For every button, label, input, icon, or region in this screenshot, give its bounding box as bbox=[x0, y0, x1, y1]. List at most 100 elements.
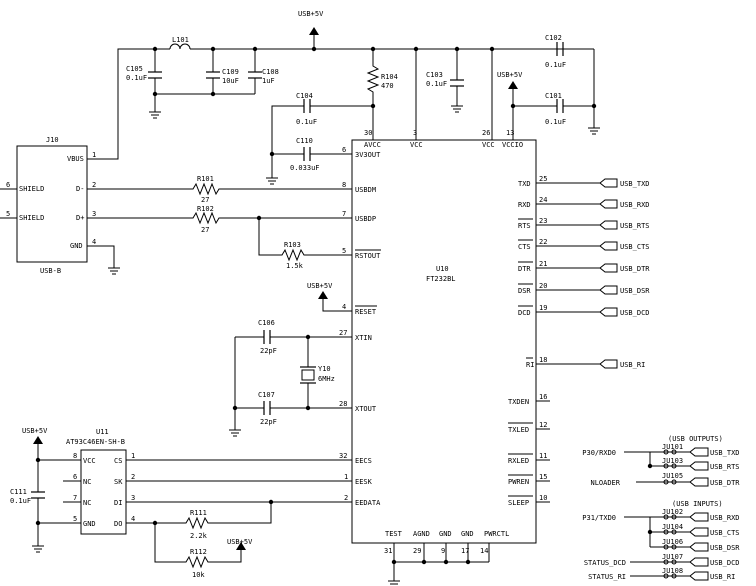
svg-text:22pF: 22pF bbox=[260, 347, 277, 355]
u10-part: FT232BL bbox=[426, 275, 456, 283]
svg-text:TXD: TXD bbox=[518, 180, 531, 188]
svg-text:GND: GND bbox=[461, 530, 474, 538]
svg-text:6: 6 bbox=[342, 146, 346, 154]
svg-text:5: 5 bbox=[6, 210, 10, 218]
svg-text:EEDATA: EEDATA bbox=[355, 499, 381, 507]
svg-text:C106: C106 bbox=[258, 319, 275, 327]
net-flag-usb-ri: USB_RI bbox=[599, 359, 645, 369]
svg-text:2: 2 bbox=[344, 494, 348, 502]
svg-text:20: 20 bbox=[539, 282, 547, 290]
net-flag-usb-dtr: USB_DTR bbox=[599, 263, 650, 273]
svg-text:USB_DCD: USB_DCD bbox=[710, 559, 740, 567]
svg-text:27: 27 bbox=[201, 196, 209, 204]
svg-text:C104: C104 bbox=[296, 92, 313, 100]
svg-text:27: 27 bbox=[201, 226, 209, 234]
svg-text:0.033uF: 0.033uF bbox=[290, 164, 320, 172]
svg-text:16: 16 bbox=[539, 393, 547, 401]
svg-text:3: 3 bbox=[92, 210, 96, 218]
svg-text:EESK: EESK bbox=[355, 478, 373, 486]
svg-text:VBUS: VBUS bbox=[67, 155, 84, 163]
svg-text:0.1uF: 0.1uF bbox=[426, 80, 447, 88]
svg-text:DTR: DTR bbox=[518, 265, 531, 273]
svg-text:PWRCTL: PWRCTL bbox=[484, 530, 509, 538]
svg-text:30: 30 bbox=[364, 129, 372, 137]
capacitor-c107: C107 22pF bbox=[258, 391, 277, 426]
net-flag-usb-dsr: USB_DSR bbox=[599, 285, 650, 295]
svg-text:15: 15 bbox=[539, 473, 547, 481]
power-label-reset: USB+5V bbox=[307, 282, 333, 290]
svg-text:3: 3 bbox=[131, 494, 135, 502]
j10-ref: J10 bbox=[46, 136, 59, 144]
svg-text:USB_RXD: USB_RXD bbox=[620, 201, 650, 209]
svg-text:0.1uF: 0.1uF bbox=[545, 118, 566, 126]
svg-text:STATUS_DCD: STATUS_DCD bbox=[584, 559, 626, 567]
svg-text:D-: D- bbox=[76, 185, 84, 193]
svg-text:2.2k: 2.2k bbox=[190, 532, 208, 540]
svg-text:0.1uF: 0.1uF bbox=[10, 497, 31, 505]
svg-text:AGND: AGND bbox=[413, 530, 430, 538]
svg-text:GND: GND bbox=[70, 242, 83, 250]
svg-text:JU108: JU108 bbox=[662, 567, 683, 575]
svg-text:26: 26 bbox=[482, 129, 490, 137]
capacitor-c106: C106 22pF bbox=[258, 319, 277, 355]
jumpers-inputs-title: (USB INPUTS) bbox=[672, 500, 723, 508]
svg-text:R112: R112 bbox=[190, 548, 207, 556]
svg-text:TXLED: TXLED bbox=[508, 426, 529, 434]
svg-text:NC: NC bbox=[83, 478, 91, 486]
net-flag-usb-dcd: USB_DCD bbox=[599, 307, 650, 317]
svg-text:C111: C111 bbox=[10, 488, 27, 496]
svg-text:EECS: EECS bbox=[355, 457, 372, 465]
svg-text:24: 24 bbox=[539, 196, 547, 204]
svg-text:10: 10 bbox=[539, 494, 547, 502]
svg-text:1: 1 bbox=[92, 151, 96, 159]
crystal-y10: Y10 6MHz bbox=[300, 365, 335, 385]
power-symbols: USB+5V USB+5V USB+5V USB+5V USB+5V bbox=[22, 10, 523, 550]
svg-text:4: 4 bbox=[342, 303, 346, 311]
svg-text:27: 27 bbox=[339, 329, 347, 337]
svg-text:R104: R104 bbox=[381, 73, 398, 81]
svg-text:SHIELD: SHIELD bbox=[19, 214, 44, 222]
svg-text:5: 5 bbox=[73, 515, 77, 523]
svg-text:USB_TXD: USB_TXD bbox=[710, 449, 740, 457]
svg-text:7: 7 bbox=[73, 494, 77, 502]
capacitor-c110: C110 0.033uF bbox=[290, 137, 320, 172]
svg-text:USBDP: USBDP bbox=[355, 215, 376, 223]
capacitor-c102: C102 0.1uF bbox=[545, 34, 567, 69]
power-label-vccio: USB+5V bbox=[497, 71, 523, 79]
net-flag-usb-cts: USB_CTS bbox=[599, 241, 650, 251]
resistor-r104: R104 470 bbox=[366, 64, 398, 94]
svg-text:TXDEN: TXDEN bbox=[508, 398, 529, 406]
svg-text:22pF: 22pF bbox=[260, 418, 277, 426]
svg-text:RXLED: RXLED bbox=[508, 457, 529, 465]
jumpers-inputs: (USB INPUTS) P31/TXD0 JU102 USB_RXD JU10… bbox=[582, 500, 740, 581]
svg-text:TEST: TEST bbox=[385, 530, 403, 538]
svg-text:2: 2 bbox=[92, 181, 96, 189]
junctions bbox=[35, 46, 653, 565]
capacitor-c104: C104 0.1uF bbox=[296, 92, 318, 126]
svg-text:USB_DSR: USB_DSR bbox=[620, 287, 650, 295]
svg-text:JU105: JU105 bbox=[662, 472, 683, 480]
svg-text:1: 1 bbox=[344, 473, 348, 481]
svg-text:P31/TXD0: P31/TXD0 bbox=[582, 514, 616, 522]
svg-text:XTOUT: XTOUT bbox=[355, 405, 377, 413]
svg-text:11: 11 bbox=[539, 452, 547, 460]
jumpers-outputs-title: (USB OUTPUTS) bbox=[668, 435, 723, 443]
svg-text:USB_RTS: USB_RTS bbox=[620, 222, 650, 230]
net-flag-usb-rxd: USB_RXD bbox=[599, 199, 650, 209]
svg-text:RXD: RXD bbox=[518, 201, 531, 209]
svg-text:JU103: JU103 bbox=[662, 457, 683, 465]
svg-text:USB_DTR: USB_DTR bbox=[710, 479, 740, 487]
svg-text:31: 31 bbox=[384, 547, 392, 555]
svg-text:19: 19 bbox=[539, 304, 547, 312]
svg-text:18: 18 bbox=[539, 356, 547, 364]
net-flag-usb-rts: USB_RTS bbox=[599, 220, 650, 230]
svg-text:4: 4 bbox=[92, 238, 96, 246]
svg-text:C103: C103 bbox=[426, 71, 443, 79]
svg-text:C105: C105 bbox=[126, 65, 143, 73]
svg-text:RI: RI bbox=[526, 361, 534, 369]
svg-text:10uF: 10uF bbox=[222, 77, 239, 85]
svg-text:6MHz: 6MHz bbox=[318, 375, 335, 383]
ground-symbols bbox=[31, 99, 601, 586]
svg-text:JU107: JU107 bbox=[662, 553, 683, 561]
svg-text:C108: C108 bbox=[262, 68, 279, 76]
